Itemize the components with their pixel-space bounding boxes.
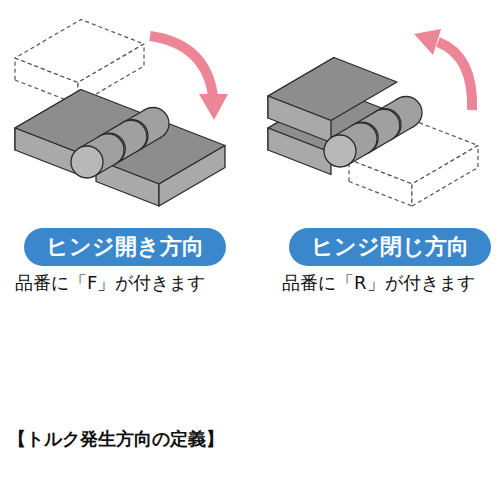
hinge-leaf — [159, 146, 225, 207]
diagram-title: 【トルク発生方向の定義】 — [8, 428, 224, 450]
ghost-leaf — [349, 160, 412, 207]
direction-pill: ヒンジ開き方向 — [24, 228, 226, 266]
rotation-arrow — [150, 36, 213, 96]
closed-hinge — [268, 29, 478, 206]
note-text: 品番に「F」が付きます — [15, 272, 205, 294]
direction-pill: ヒンジ閉じ方向 — [289, 228, 491, 266]
arrow-head — [414, 29, 441, 55]
hinge-leaf — [15, 128, 78, 175]
pill-label: ヒンジ閉じ方向 — [311, 234, 469, 260]
pill-label: ヒンジ開き方向 — [46, 234, 204, 260]
hinge-leaf — [268, 96, 331, 143]
hinge-knuckle — [71, 134, 124, 178]
note-text: 品番に「R」が付きます — [282, 272, 475, 294]
open-hinge — [15, 20, 228, 207]
hinge-knuckle — [324, 123, 377, 167]
ghost-leaf — [412, 146, 478, 207]
rotation-arrow — [438, 42, 472, 110]
arrow-head — [199, 94, 228, 120]
